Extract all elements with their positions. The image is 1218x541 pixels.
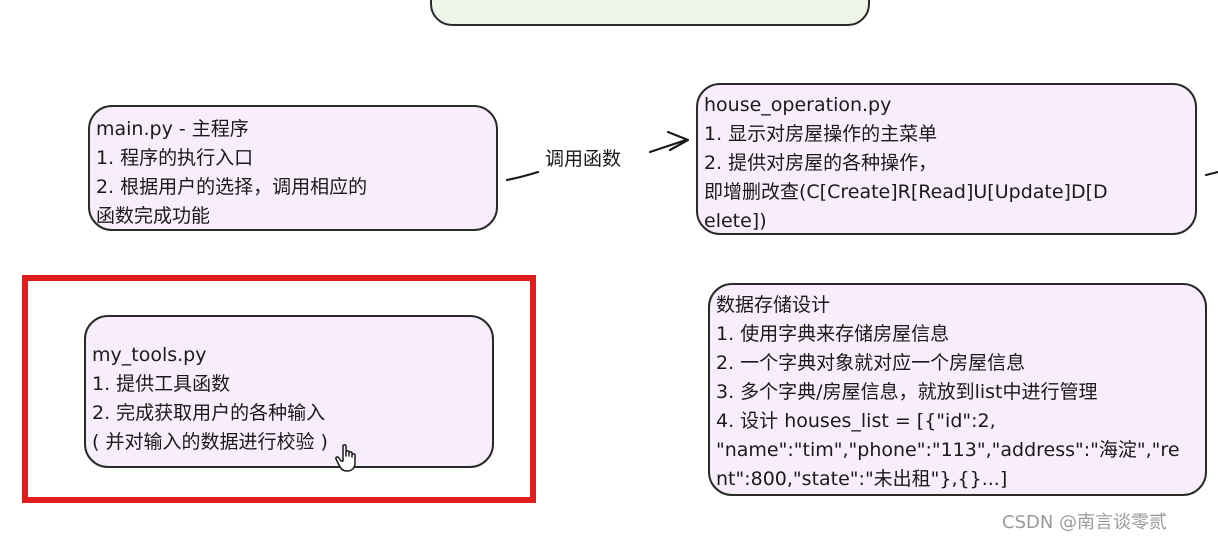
hand-cursor-icon [335, 444, 356, 472]
house-box-line: elete]) [704, 210, 767, 232]
main-py-node: main.py - 主程序 1. 程序的执行入口 2. 根据用户的选择，调用相应… [88, 105, 498, 231]
highlight-frame [22, 275, 536, 503]
call-connector-line-left [505, 170, 540, 182]
house-box-line: house_operation.py [704, 94, 892, 116]
my-tools-node: my_tools.py 1. 提供工具函数 2. 完成获取用户的各种输入 ( 并… [84, 315, 494, 468]
storage-box-line: 2. 一个字典对象就对应一个房屋信息 [716, 352, 1026, 374]
house-box-line: 即增删改查(C[Create]R[Read]U[Update]D[D [704, 181, 1108, 203]
arrow-head [666, 130, 690, 152]
storage-box-line: 1. 使用字典来存储房屋信息 [716, 323, 950, 345]
house-operation-node: house_operation.py 1. 显示对房屋操作的主菜单 2. 提供对… [696, 83, 1197, 235]
tools-box-line: 1. 提供工具函数 [92, 373, 231, 395]
data-storage-node: 数据存储设计 1. 使用字典来存储房屋信息 2. 一个字典对象就对应一个房屋信息… [708, 283, 1207, 496]
main-box-line: 2. 根据用户的选择，调用相应的 [96, 176, 368, 198]
tools-box-line: 2. 完成获取用户的各种输入 [92, 402, 326, 424]
tools-box-line: ( 并对输入的数据进行校验 ) [92, 431, 328, 453]
watermark: CSDN @南言谈零贰 [1002, 512, 1168, 533]
main-box-line: 1. 程序的执行入口 [96, 147, 254, 169]
main-box-line: 函数完成功能 [96, 205, 211, 227]
call-connector-line-right [648, 138, 688, 154]
call-function-label: 调用函数 [545, 148, 622, 170]
storage-box-line: 4. 设计 houses_list = [{"id":2, [716, 410, 996, 432]
top-node-box [430, 0, 870, 26]
storage-box-line: nt":800,"state":"未出租"},{}...] [716, 468, 1008, 490]
house-box-line: 1. 显示对房屋操作的主菜单 [704, 123, 938, 145]
storage-box-line: 3. 多个字典/房屋信息，就放到list中进行管理 [716, 381, 1098, 403]
storage-box-line: "name":"tim","phone":"113","address":"海淀… [716, 439, 1180, 461]
right-edge-connector [1205, 171, 1218, 176]
house-box-line: 2. 提供对房屋的各种操作， [704, 152, 938, 174]
main-box-line: main.py - 主程序 [96, 118, 249, 140]
tools-box-line: my_tools.py [92, 344, 207, 366]
storage-box-line: 数据存储设计 [716, 294, 831, 316]
